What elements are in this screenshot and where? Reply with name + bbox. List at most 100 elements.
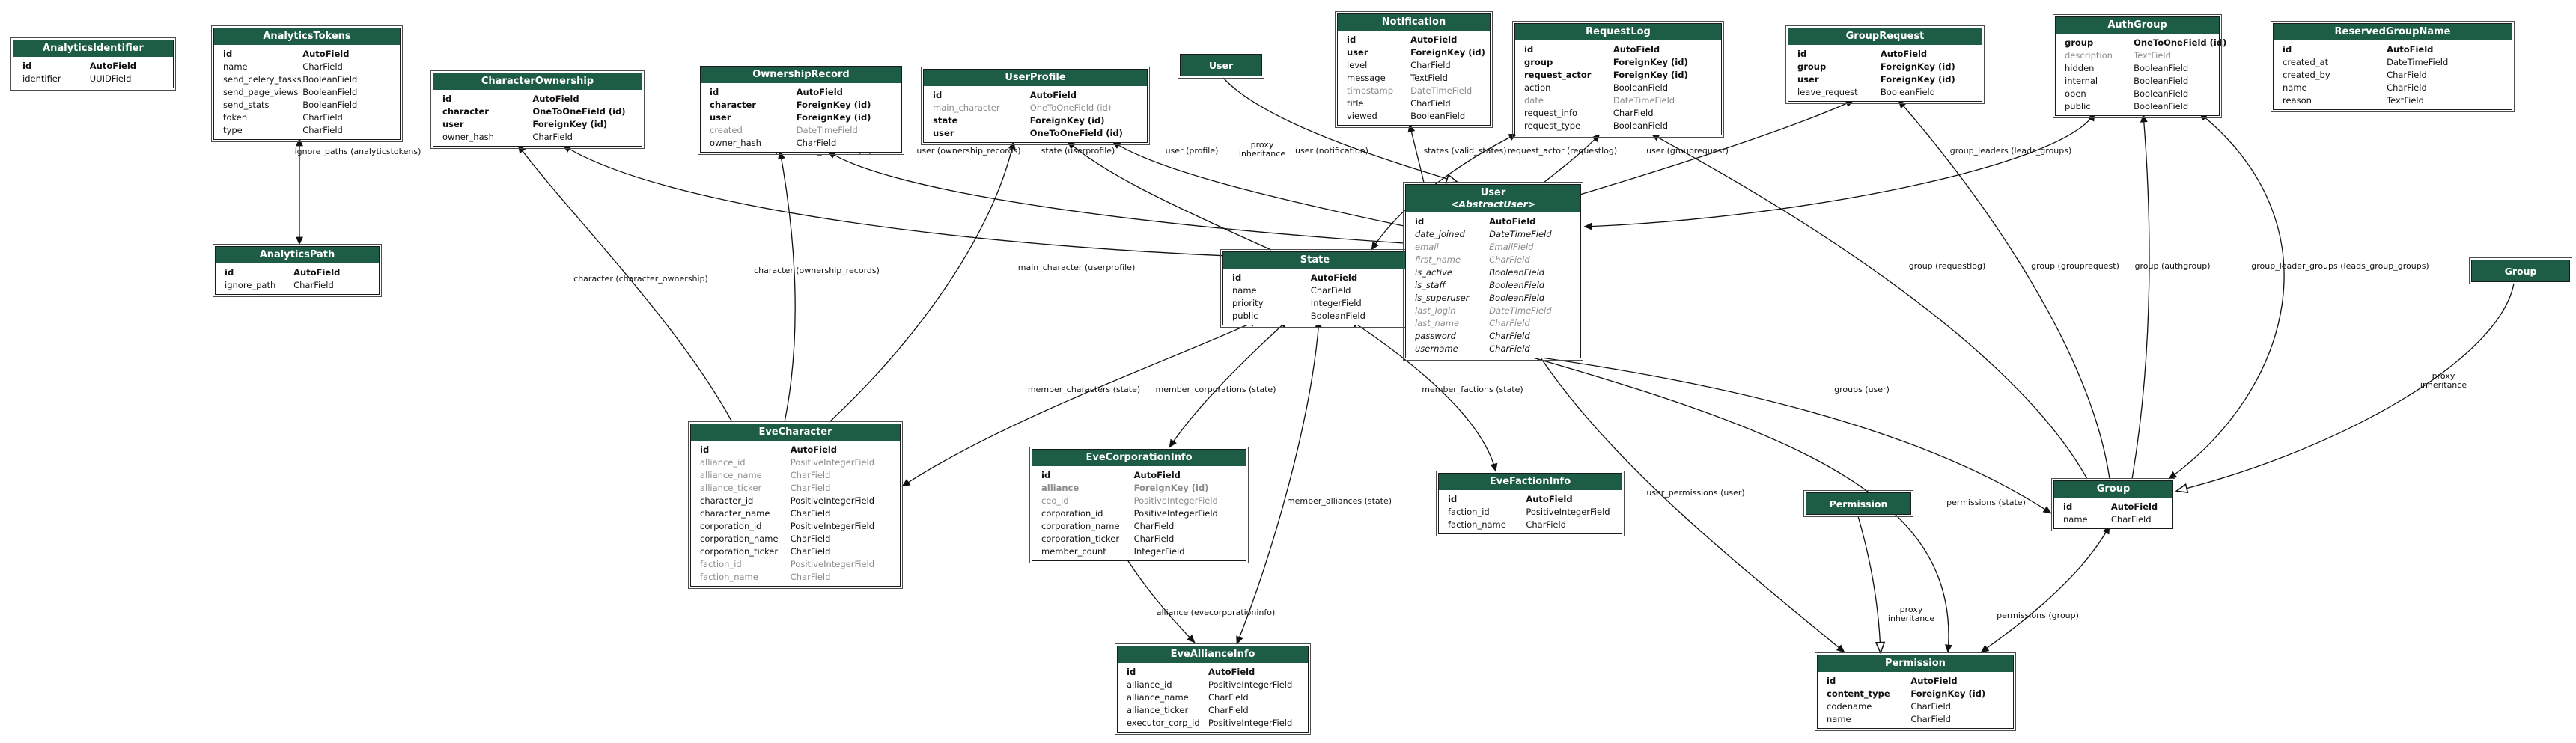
field-type: BooleanField: [1489, 267, 1545, 278]
field-name: alliance_ticker: [700, 483, 762, 493]
field-type: CharField: [1613, 108, 1654, 118]
edge-label-state-userprofile: state (userprofile): [1041, 146, 1115, 156]
field-type: IntegerField: [1310, 298, 1362, 308]
field-name: member_count: [1041, 546, 1106, 557]
field-name: faction_name: [700, 572, 758, 582]
field-name: name: [2283, 82, 2307, 93]
field-name: character: [710, 100, 756, 110]
field-name: id: [1347, 34, 1356, 45]
table-name: CharacterOwnership: [481, 76, 594, 87]
table-subtitle: <AbstractUser>: [1450, 198, 1536, 210]
field-name: request_actor: [1524, 70, 1592, 80]
field-type: PositiveIntegerField: [1526, 507, 1610, 517]
field-name: user: [1797, 74, 1819, 85]
field-name: level: [1347, 60, 1368, 70]
table-name: AnalyticsPath: [259, 249, 335, 260]
field-type: CharField: [796, 138, 837, 148]
table-title: AnalyticsTokens: [214, 28, 400, 46]
field-name: date_joined: [1415, 229, 1465, 239]
proxy-model-group-proxy: Group: [2469, 257, 2572, 284]
edge-label-memberfactions: member_factions (state): [1422, 385, 1523, 394]
field-type: CharField: [1208, 692, 1249, 703]
field-name: character_id: [700, 495, 754, 506]
field-name: priority: [1232, 298, 1264, 308]
field-type: PositiveIntegerField: [790, 495, 875, 506]
table-title: EveCharacter: [691, 424, 900, 442]
field-type: DateTimeField: [796, 125, 858, 135]
field-type: CharField: [302, 112, 343, 123]
field-type: TextField: [2134, 50, 2171, 61]
edge-label-maincharacter: main_character (userprofile): [1017, 263, 1136, 272]
many-to-many-edge: [1583, 112, 2095, 230]
foreign-key-edge: [1112, 141, 1404, 227]
edge-label-requestactor: request_actor (requestlog): [1507, 146, 1618, 156]
table-title: Notification: [1338, 14, 1490, 32]
table-name: EveCorporationInfo: [1085, 452, 1193, 463]
table-name: GroupRequest: [1845, 31, 1925, 42]
field-type: OneToOneField (id): [1029, 128, 1123, 138]
table-title: AnalyticsPath: [216, 247, 379, 265]
field-type: DateTimeField: [2387, 57, 2449, 67]
field-name: title: [1347, 98, 1364, 108]
table-name: EveCharacter: [758, 426, 832, 438]
edge-label-states-validstates: states (valid_states): [1423, 146, 1507, 156]
table-title: OwnershipRecord: [701, 67, 901, 85]
edge-label-group-requestlog: group (requestlog): [1908, 261, 1986, 271]
field-type: PositiveIntegerField: [790, 457, 875, 468]
field-type: DateTimeField: [1489, 229, 1552, 239]
many-to-many-edge: [2168, 112, 2285, 480]
field-type: PositiveIntegerField: [1133, 508, 1218, 519]
table-name: RequestLog: [1586, 26, 1651, 37]
field-type: BooleanField: [1489, 280, 1545, 290]
field-name: user: [933, 128, 954, 138]
field-type: ForeignKey (id): [1410, 47, 1485, 58]
edge-label-proxy-top: proxy inheritance: [1238, 140, 1286, 159]
field-type: OneToOneField (id): [532, 106, 626, 117]
field-type: CharField: [1489, 331, 1530, 341]
field-name: reason: [2283, 95, 2312, 106]
field-type: AutoField: [2387, 44, 2434, 55]
field-type: CharField: [790, 572, 831, 582]
inheritance-edge: [2177, 283, 2515, 491]
foreign-key-edge: [829, 141, 1016, 423]
field-name: faction_name: [1448, 519, 1506, 530]
many-to-many-edge: [1169, 319, 1288, 448]
field-type: BooleanField: [2134, 63, 2189, 73]
table-name: Group: [2096, 483, 2131, 495]
field-type: DateTimeField: [1489, 305, 1552, 316]
field-name: id: [2283, 44, 2292, 55]
table-name: AnalyticsTokens: [263, 31, 351, 42]
